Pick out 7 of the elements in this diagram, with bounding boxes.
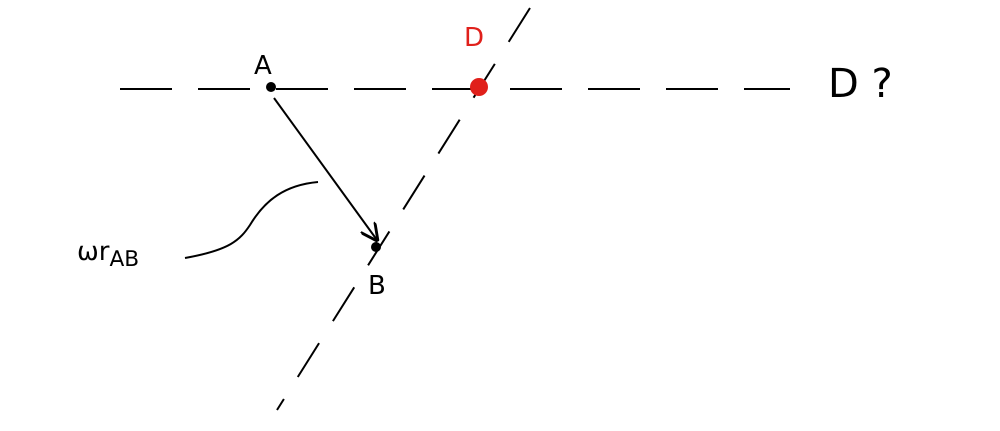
point-label: D bbox=[464, 24, 484, 52]
point-label: A bbox=[254, 52, 272, 80]
point-label: B bbox=[368, 272, 386, 300]
leader-line bbox=[184, 181, 318, 259]
vector-arrow bbox=[273, 97, 380, 243]
angular-velocity-label: ωr$_{AB}$ bbox=[77, 238, 140, 274]
question-label: D ? bbox=[828, 62, 893, 106]
